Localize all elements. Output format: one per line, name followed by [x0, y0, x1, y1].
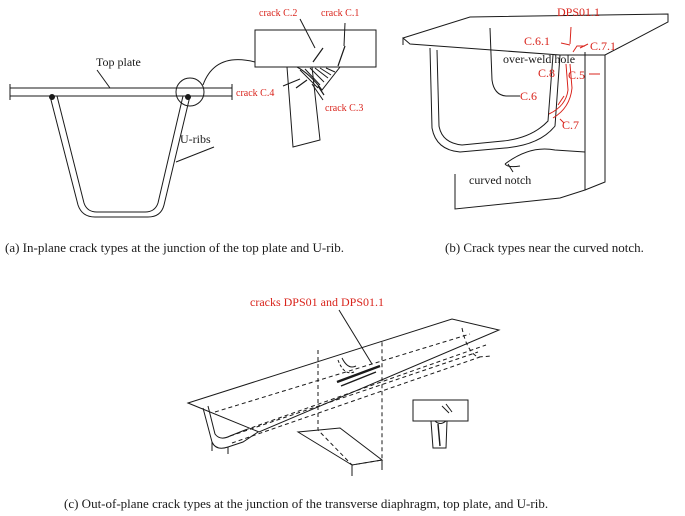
- curved-notch-shape: [504, 148, 586, 165]
- diaphragm-shape: [454, 52, 586, 210]
- c8-label: C.8: [538, 66, 555, 80]
- c7-label: C.7: [562, 118, 579, 132]
- weld-dot-right: [185, 94, 191, 100]
- crack-c2-label: crack C.2: [259, 8, 297, 19]
- crack-c1-label: crack C.1: [321, 8, 359, 19]
- curved-notch-label: curved notch: [469, 173, 531, 187]
- crack-c4-label: crack C.4: [236, 88, 274, 99]
- panel-a: [9, 22, 377, 218]
- detail-view: [254, 22, 377, 148]
- c5-label: C.5: [568, 68, 585, 82]
- dps011-label: DPS01.1: [557, 5, 600, 19]
- caption-c: (c) Out-of-plane crack types at the junc…: [64, 496, 548, 511]
- panel-c: [186, 309, 501, 476]
- cracks-dps-label: cracks DPS01 and DPS01.1: [250, 295, 384, 309]
- panel-b: [401, 13, 669, 210]
- top-plate-leader: [96, 69, 111, 89]
- c61-label: C.6.1: [524, 34, 550, 48]
- top-plate-label: Top plate: [96, 55, 141, 69]
- u-ribs-label: U-ribs: [180, 132, 211, 146]
- detail-connector: [202, 59, 256, 86]
- deck-plate-3d: [186, 318, 501, 433]
- deck-plate-shape: [401, 13, 669, 56]
- weld-dot-left: [49, 94, 55, 100]
- crack-c2-leader: [299, 18, 316, 49]
- u-rib-shape: [49, 95, 191, 218]
- c71-label: C.7.1: [590, 39, 616, 53]
- caption-a: (a) In-plane crack types at the junction…: [5, 240, 344, 255]
- detail-inset: [412, 399, 469, 449]
- crack-c3-label: crack C.3: [325, 103, 363, 114]
- caption-b: (b) Crack types near the curved notch.: [445, 240, 644, 255]
- top-plate-shape: [9, 84, 233, 100]
- detail-circle: [175, 77, 205, 107]
- u-rib-outer-shape: [429, 47, 561, 153]
- over-weld-hole-label: over-weld hole: [503, 52, 575, 66]
- u-ribs-leader: [175, 146, 215, 163]
- c6-label: C.6: [520, 89, 537, 103]
